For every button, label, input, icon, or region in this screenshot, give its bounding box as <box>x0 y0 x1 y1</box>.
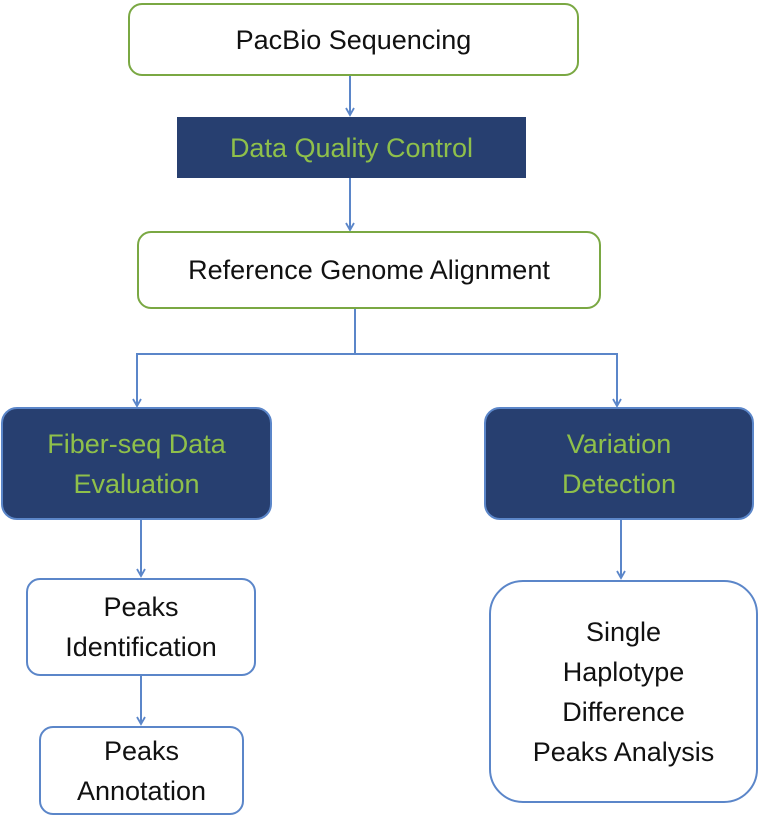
node-pacbio-sequencing: PacBio Sequencing <box>128 3 579 76</box>
node-peaks-annotation-label: Peaks Annotation <box>76 735 207 806</box>
node-variation-detection: Variation Detection <box>484 407 754 520</box>
node-data-quality-control-label: Data Quality Control <box>229 132 474 163</box>
node-reference-genome-alignment: Reference Genome Alignment <box>137 231 601 309</box>
node-single-haplotype-analysis: Single Haplotype Difference Peaks Analys… <box>489 580 758 803</box>
node-data-quality-control: Data Quality Control <box>177 117 526 178</box>
node-peaks-identification-label: Peaks Identification <box>65 592 217 662</box>
node-reference-genome-alignment-label: Reference Genome Alignment <box>188 255 550 285</box>
node-single-haplotype-analysis-label: Single Haplotype Difference Peaks Analys… <box>532 616 715 767</box>
edge-alignment-to-variation <box>355 353 622 408</box>
node-peaks-identification: Peaks Identification <box>26 578 256 676</box>
edge-alignment-to-fiberseq <box>132 353 355 408</box>
node-fiberseq-data-evaluation-label: Fiber-seq Data Evaluation <box>47 428 226 499</box>
node-peaks-annotation: Peaks Annotation <box>39 726 244 815</box>
node-pacbio-sequencing-label: PacBio Sequencing <box>235 24 472 55</box>
node-variation-detection-label: Variation Detection <box>561 428 677 499</box>
node-fiberseq-data-evaluation: Fiber-seq Data Evaluation <box>1 407 272 520</box>
